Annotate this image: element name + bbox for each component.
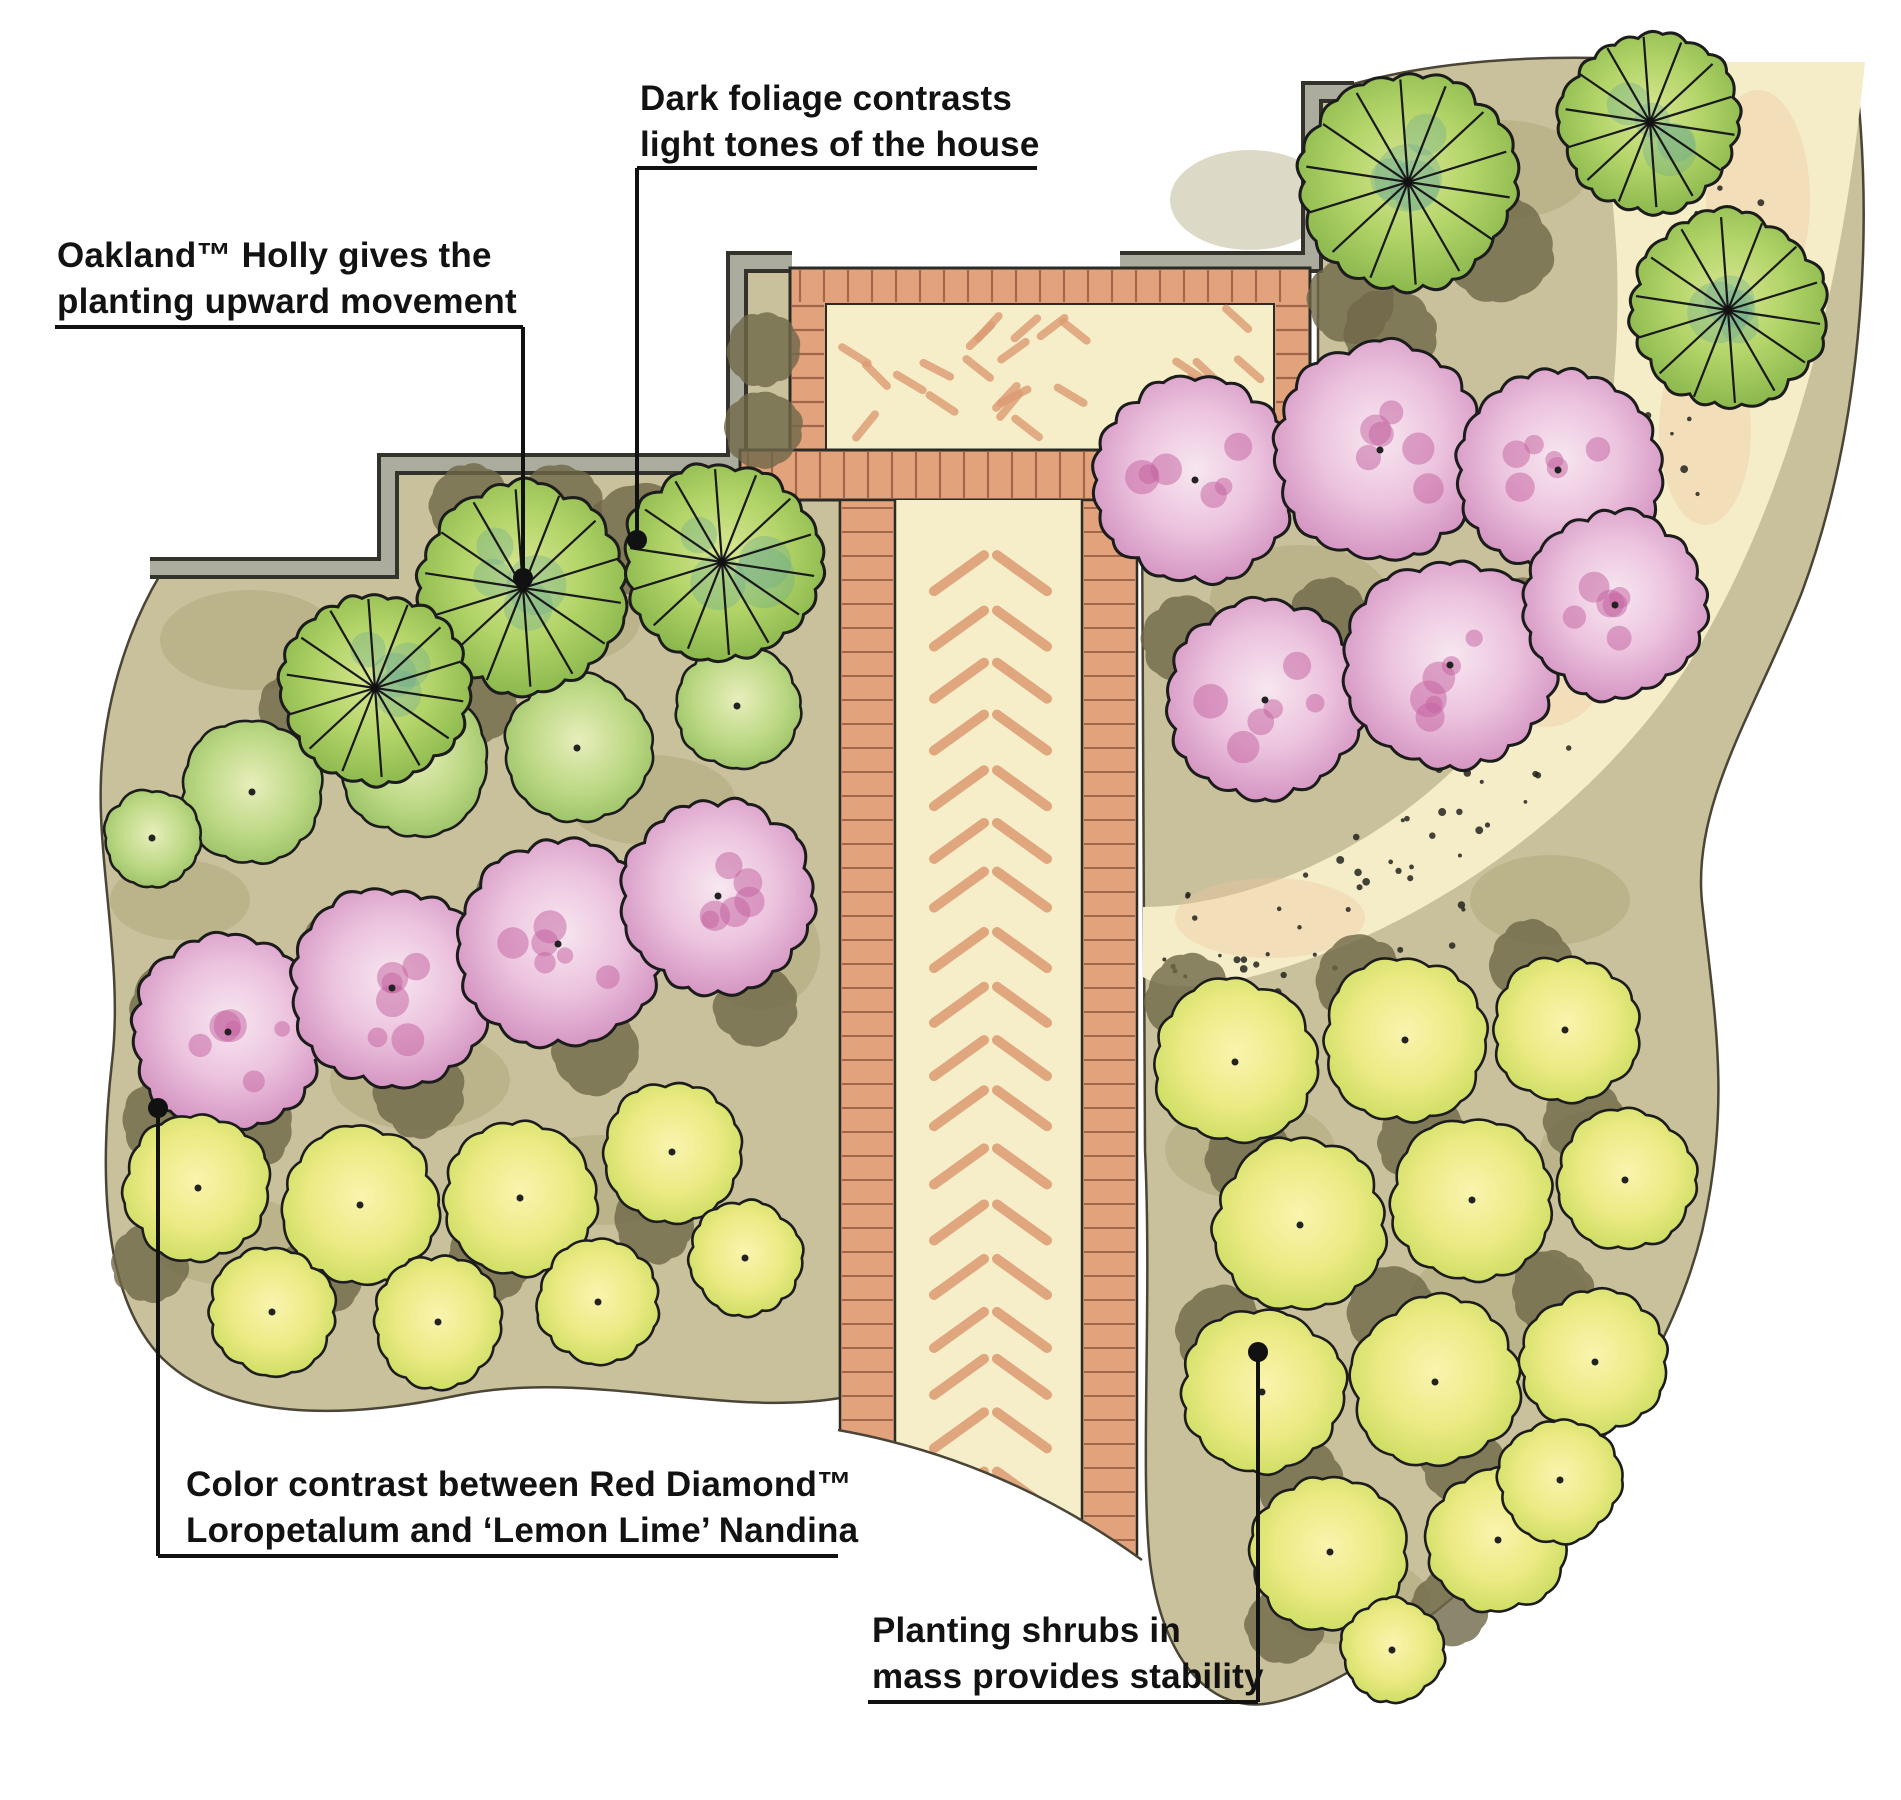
hardscape [0, 81, 1354, 1800]
nandina-shrub [1153, 976, 1320, 1145]
leader-oakland-holly [55, 325, 533, 588]
leader-dark-foliage [627, 166, 1037, 550]
leader-color-contrast [148, 1098, 838, 1558]
loropetalum-shrub [1165, 595, 1370, 803]
nandina-shrub [1517, 1286, 1669, 1437]
plants [102, 29, 1829, 1705]
annotation-line: Oakland™ Holly gives the [57, 236, 492, 275]
nandina-shrub [372, 1254, 504, 1392]
annotation-line: Color contrast between Red Diamond™ [186, 1465, 853, 1504]
leader-dot [1248, 1342, 1268, 1362]
nandina-shrub [1179, 1308, 1349, 1477]
loropetalum-shrub [1091, 374, 1300, 587]
annotation-leaders [55, 166, 1268, 1704]
nandina-shrub [686, 1198, 805, 1319]
nandina-shrub [601, 1081, 744, 1226]
walkway [838, 498, 1139, 1560]
loropetalum-shrub [1341, 559, 1560, 773]
nandina-shrub [1388, 1118, 1554, 1284]
annotation-color-contrast: Color contrast between Red Diamond™ Loro… [186, 1462, 858, 1554]
annotation-oakland-holly: Oakland™ Holly gives the planting upward… [57, 233, 517, 325]
nandina-shrub [1339, 1595, 1447, 1705]
nandina-shrub [1492, 955, 1641, 1105]
holly-tree [623, 462, 827, 664]
nandina-shrub [1210, 1136, 1388, 1311]
evergreen-shrub [179, 719, 324, 865]
nandina-shrub [1348, 1291, 1523, 1468]
annotation-line: Loropetalum and ‘Lemon Lime’ Nandina [186, 1511, 859, 1551]
groundcover-blob [723, 391, 803, 469]
leader-dot [148, 1098, 168, 1118]
nandina-shrub [1322, 957, 1489, 1124]
annotation-mass-planting: Planting shrubs in mass provides stabili… [872, 1608, 1264, 1700]
annotation-line: light tones of the house [640, 125, 1040, 165]
loropetalum-shrub [1271, 336, 1487, 562]
evergreen-shrub [102, 788, 203, 889]
brick-edging [1080, 498, 1139, 1560]
evergreen-shrub [503, 671, 655, 824]
annotation-line: Planting shrubs in [872, 1611, 1181, 1650]
annotation-line: mass provides stability [872, 1657, 1264, 1697]
nandina-shrub [535, 1237, 661, 1367]
leader-mass-planting [868, 1342, 1268, 1704]
holly-tree [1555, 29, 1743, 217]
front-stoop [788, 266, 1312, 452]
lawn-edge [0, 1420, 1142, 1800]
leader-dot [627, 530, 647, 550]
nandina-shrub [207, 1246, 338, 1379]
annotation-dark-foliage: Dark foliage contrasts light tones of th… [640, 76, 1040, 168]
brick-edging [838, 498, 897, 1560]
loropetalum-shrub [129, 930, 332, 1131]
nandina-shrub [1495, 1418, 1624, 1546]
holly-tree [276, 593, 474, 789]
holly-tree [1627, 205, 1829, 410]
annotation-line: Dark foliage contrasts [640, 79, 1013, 118]
loropetalum-shrub [619, 796, 818, 998]
holly-tree [1295, 72, 1521, 295]
evergreen-shrub [674, 640, 803, 771]
loropetalum-shrub [1521, 507, 1711, 704]
leader-dot [513, 568, 533, 588]
annotation-line: planting upward movement [57, 282, 517, 322]
nandina-shrub [1555, 1106, 1699, 1251]
loropetalum-shrub [455, 836, 665, 1050]
loropetalum-shrub [289, 887, 497, 1090]
groundcover-blob [726, 312, 801, 388]
